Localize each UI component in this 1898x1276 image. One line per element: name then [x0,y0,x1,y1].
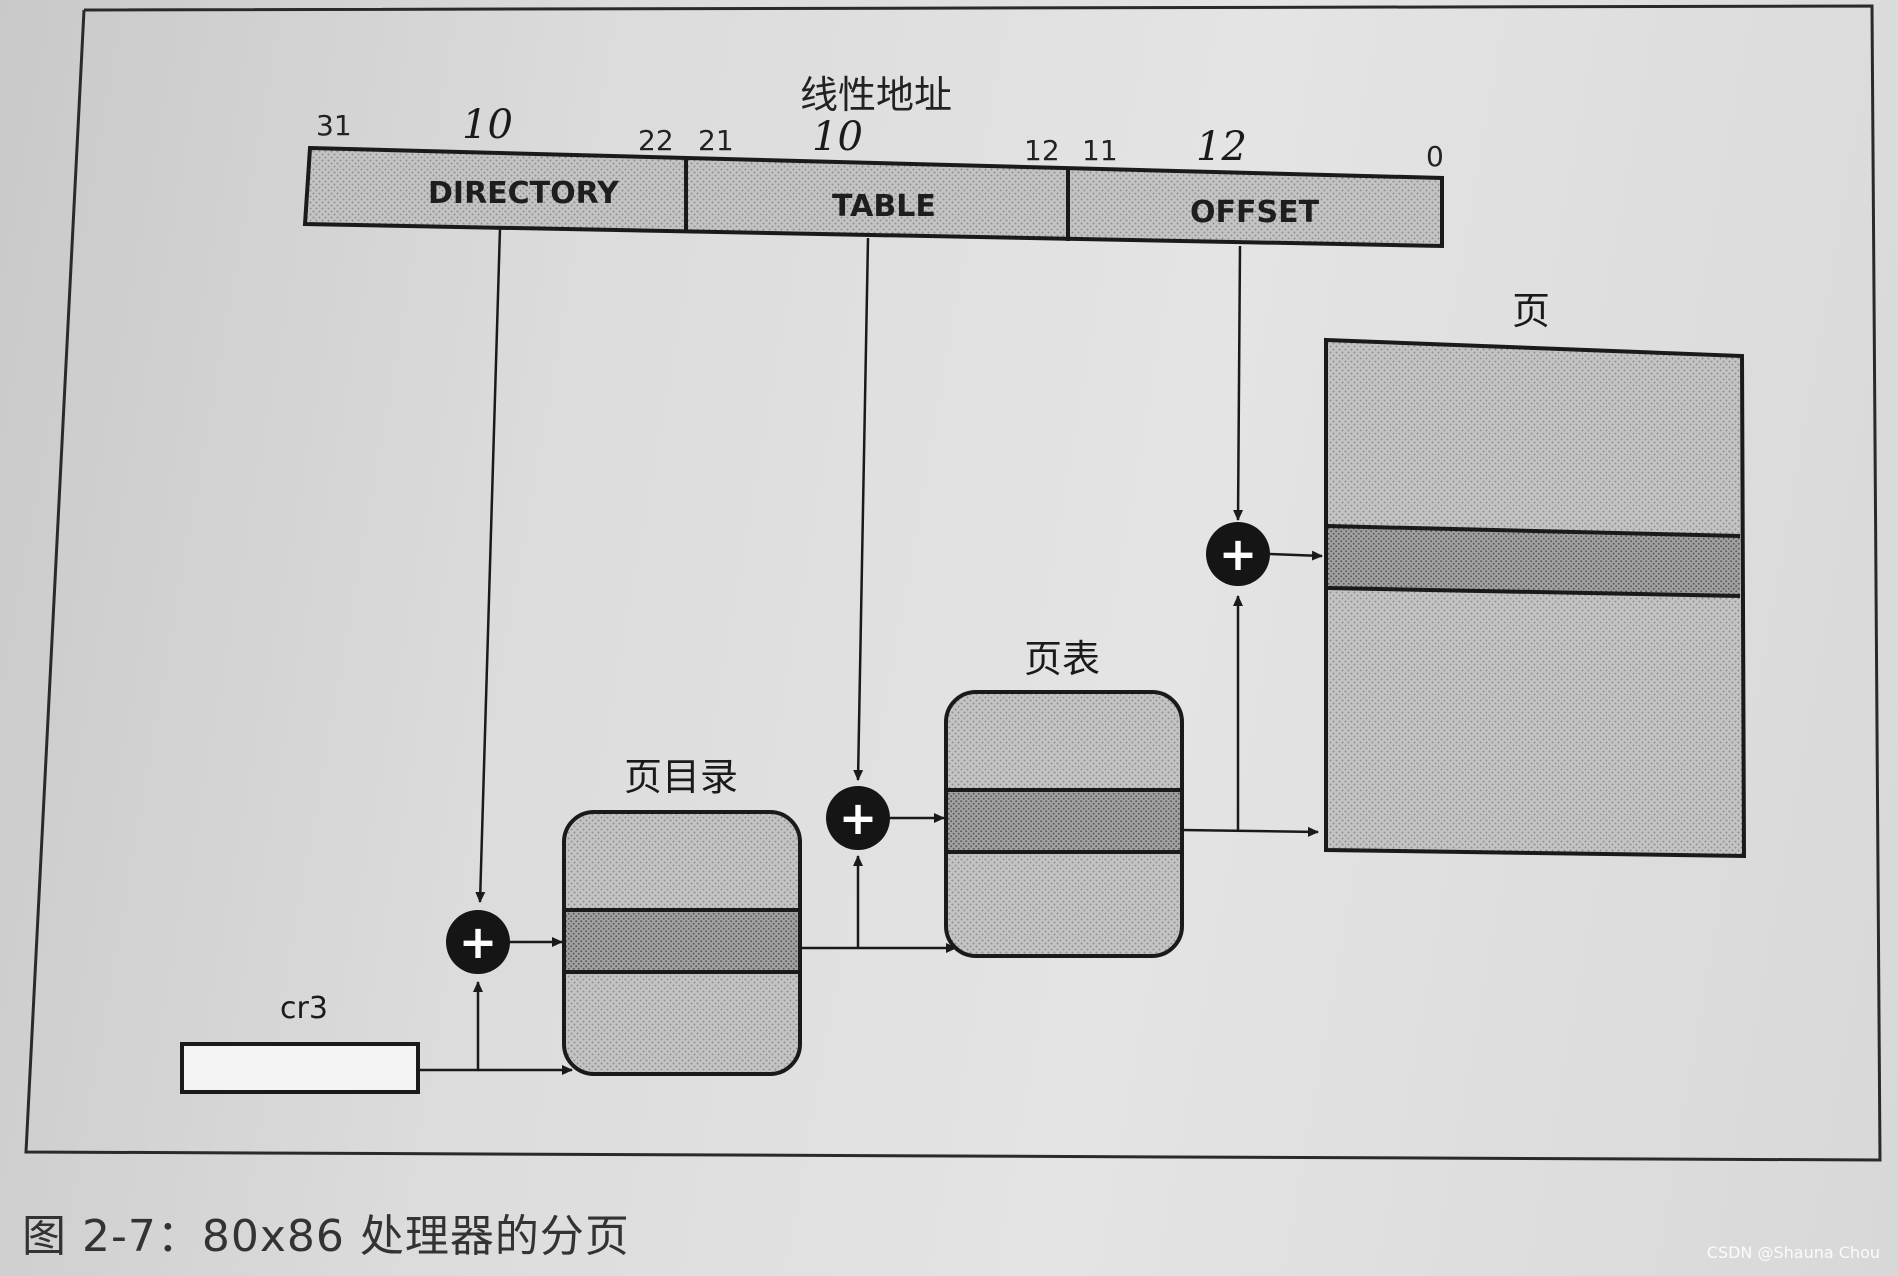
page [1324,337,1747,859]
watermark: CSDN @Shauna Chou [1706,1243,1880,1262]
svg-text:+: + [839,791,878,845]
bit-21: 21 [698,124,734,157]
adder-offset: + [1206,522,1270,586]
linear-address-bar [302,145,1444,249]
figure-caption: 图 2-7：80x86 处理器的分页 [22,1211,630,1262]
handwritten-note-table: 10 [812,114,863,160]
offset-arrow [1233,245,1244,521]
svg-text:+: + [1219,527,1258,581]
table-arrow [853,237,870,781]
handwritten-note-directory: 10 [462,102,513,148]
adder-directory: + [446,910,510,974]
page-label: 页 [1512,289,1550,333]
table-field-label: TABLE [832,189,936,224]
bit-0: 0 [1426,140,1444,173]
bit-22: 22 [638,124,674,157]
adder-table: + [826,786,890,850]
directory-field-label: DIRECTORY [428,176,620,211]
bit-11: 11 [1082,134,1118,167]
cr3-register [180,1042,420,1094]
directory-arrow [475,227,502,903]
bit-12: 12 [1024,134,1060,167]
offset-field-label: OFFSET [1190,195,1320,230]
bit-31: 31 [316,109,352,142]
linear-address-title: 线性地址 [800,73,952,117]
page-directory [562,810,802,1076]
svg-text:+: + [459,915,498,969]
handwritten-note-offset: 12 [1196,124,1247,170]
cr3-label: cr3 [280,991,328,1026]
figure-frame [24,4,1882,1162]
page-table [944,690,1184,958]
page-table-label: 页表 [1024,637,1100,681]
page-directory-label: 页目录 [624,755,738,799]
